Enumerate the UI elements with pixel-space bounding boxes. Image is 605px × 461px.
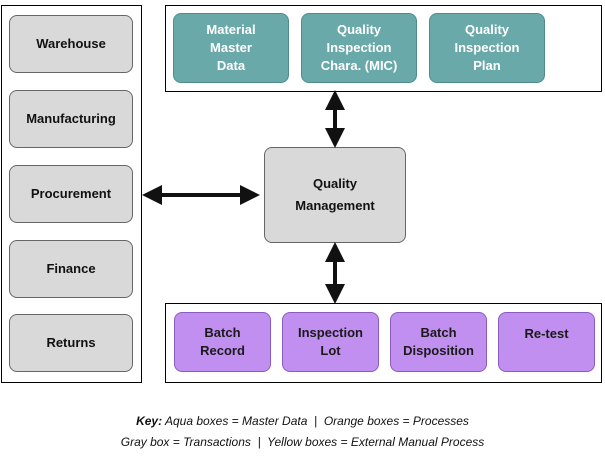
key-line-2-text: Gray box = Transactions | Yellow boxes =… bbox=[120, 435, 485, 449]
batch-disposition-box: Batch Disposition bbox=[390, 312, 487, 372]
left-box-procurement: Procurement bbox=[9, 165, 133, 223]
left-box-finance: Finance bbox=[9, 240, 133, 298]
re-test-box: Re-test bbox=[498, 312, 595, 372]
inspection-lot-box: Inspection Lot bbox=[282, 312, 379, 372]
key-title: Key: bbox=[136, 414, 163, 428]
left-box-returns: Returns bbox=[9, 314, 133, 372]
key-line-1: Key: Aqua boxes = Master Data | Orange b… bbox=[0, 414, 605, 428]
quality-inspection-plan-box: Quality Inspection Plan bbox=[429, 13, 545, 83]
batch-record-box: Batch Record bbox=[174, 312, 271, 372]
key-line-1-text: Aqua boxes = Master Data | Orange boxes … bbox=[162, 414, 469, 428]
material-master-data-box: Material Master Data bbox=[173, 13, 289, 83]
left-box-warehouse: Warehouse bbox=[9, 15, 133, 73]
quality-management-box: Quality Management bbox=[264, 147, 406, 243]
quality-inspection-mic-box: Quality Inspection Chara. (MIC) bbox=[301, 13, 417, 83]
left-box-manufacturing: Manufacturing bbox=[9, 90, 133, 148]
key-line-2: Gray box = Transactions | Yellow boxes =… bbox=[0, 435, 605, 449]
